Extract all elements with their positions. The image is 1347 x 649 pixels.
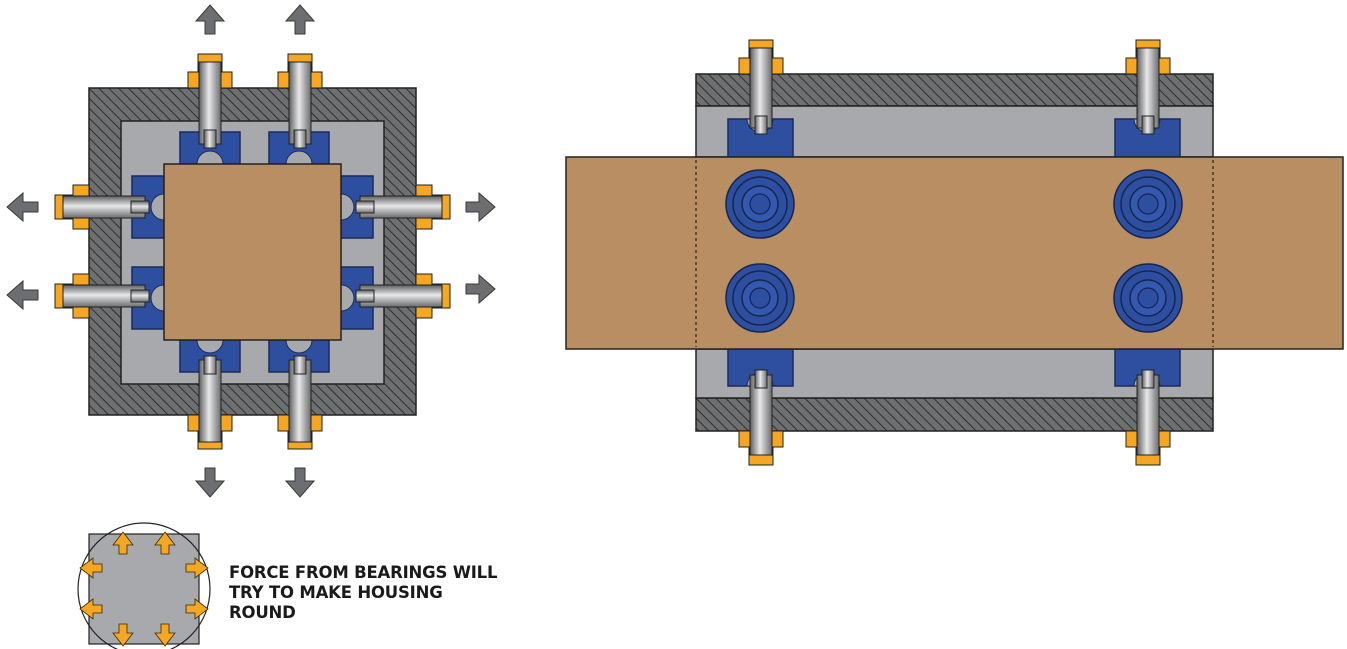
right-bolts [355, 184, 451, 319]
end-view-rail [163, 163, 342, 341]
top-bolts [187, 53, 323, 149]
housing-top-wall [695, 73, 1214, 107]
force-illustration [77, 522, 211, 649]
bearing-cups [150, 150, 355, 354]
left-bolts [54, 184, 150, 319]
caption-line-3: ROUND [229, 603, 296, 622]
caption-line-1: FORCE FROM BEARINGS WILL [229, 563, 498, 582]
side-top-bolts [738, 39, 1171, 135]
housing-bottom-wall [695, 397, 1214, 432]
bottom-bolts [187, 355, 323, 450]
rollers [725, 169, 1183, 333]
caption-line-2: TRY TO MAKE HOUSING [229, 583, 443, 602]
end-view [6, 4, 496, 498]
orange-arrow-icon [79, 531, 209, 647]
side-view-rail [565, 156, 1344, 350]
side-view [565, 39, 1344, 466]
force-caption: FORCE FROM BEARINGS WILL TRY TO MAKE HOU… [229, 563, 549, 623]
side-bottom-bolts [738, 369, 1171, 466]
arrow-icon [6, 4, 496, 498]
